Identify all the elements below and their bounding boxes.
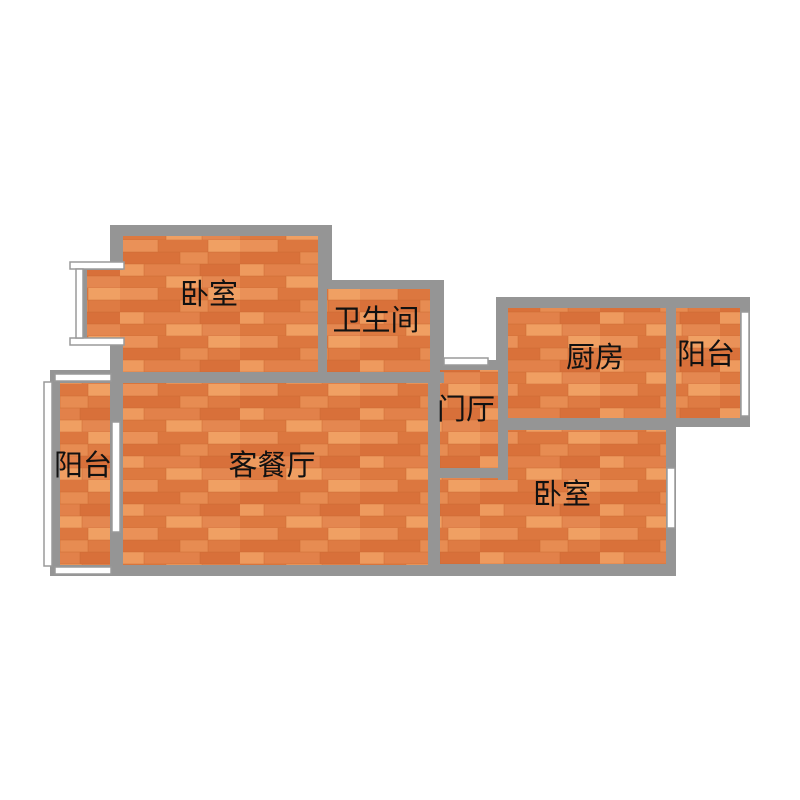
label-living-dining: 客餐厅 [228,448,315,482]
window-left-balcony-bottom [54,566,112,575]
label-bedroom-bottom: 卧室 [533,477,591,511]
floor-bathroom [327,289,430,373]
window-top-bedroom-lower [69,337,125,346]
window-bottom-bedroom [666,467,676,529]
window-top-bedroom-side [75,268,84,339]
label-bathroom: 卫生间 [332,303,419,337]
floor-right-balcony [676,308,740,418]
windows [43,261,750,575]
label-balcony-right: 阳台 [677,337,735,371]
floor-kitchen [508,308,666,418]
window-entrance-door [443,357,489,366]
inner-wall-bedroom-top [508,418,676,430]
room-labels: 卧室 卫生间 厨房 阳台 门厅 阳台 客餐厅 卧室 [54,277,735,511]
floor-bottom-bedroom [440,430,666,564]
inner-wall-kitchen-right [666,308,676,418]
inner-wall-living-top [110,372,444,383]
window-living-left [111,421,121,533]
floor-bedroom-top-bump [87,270,127,338]
window-left-balcony-top [54,373,112,382]
inner-wall-bath-left [318,236,327,376]
floors [60,236,740,565]
label-bedroom-top: 卧室 [180,277,238,311]
inner-wall-entrance-right [498,368,508,480]
inner-wall-living-right [428,383,440,576]
floor-left-balcony [60,383,110,565]
window-left-balcony-side [43,381,53,567]
window-right-balcony [740,311,750,417]
floor-bedroom-top [123,236,319,372]
window-top-bedroom-upper [69,261,125,270]
label-balcony-left: 阳台 [54,448,112,482]
floor-living [123,383,429,565]
label-kitchen: 厨房 [566,340,624,374]
inner-wall-entrance-bottom [430,468,508,478]
label-entrance: 门厅 [437,392,495,426]
